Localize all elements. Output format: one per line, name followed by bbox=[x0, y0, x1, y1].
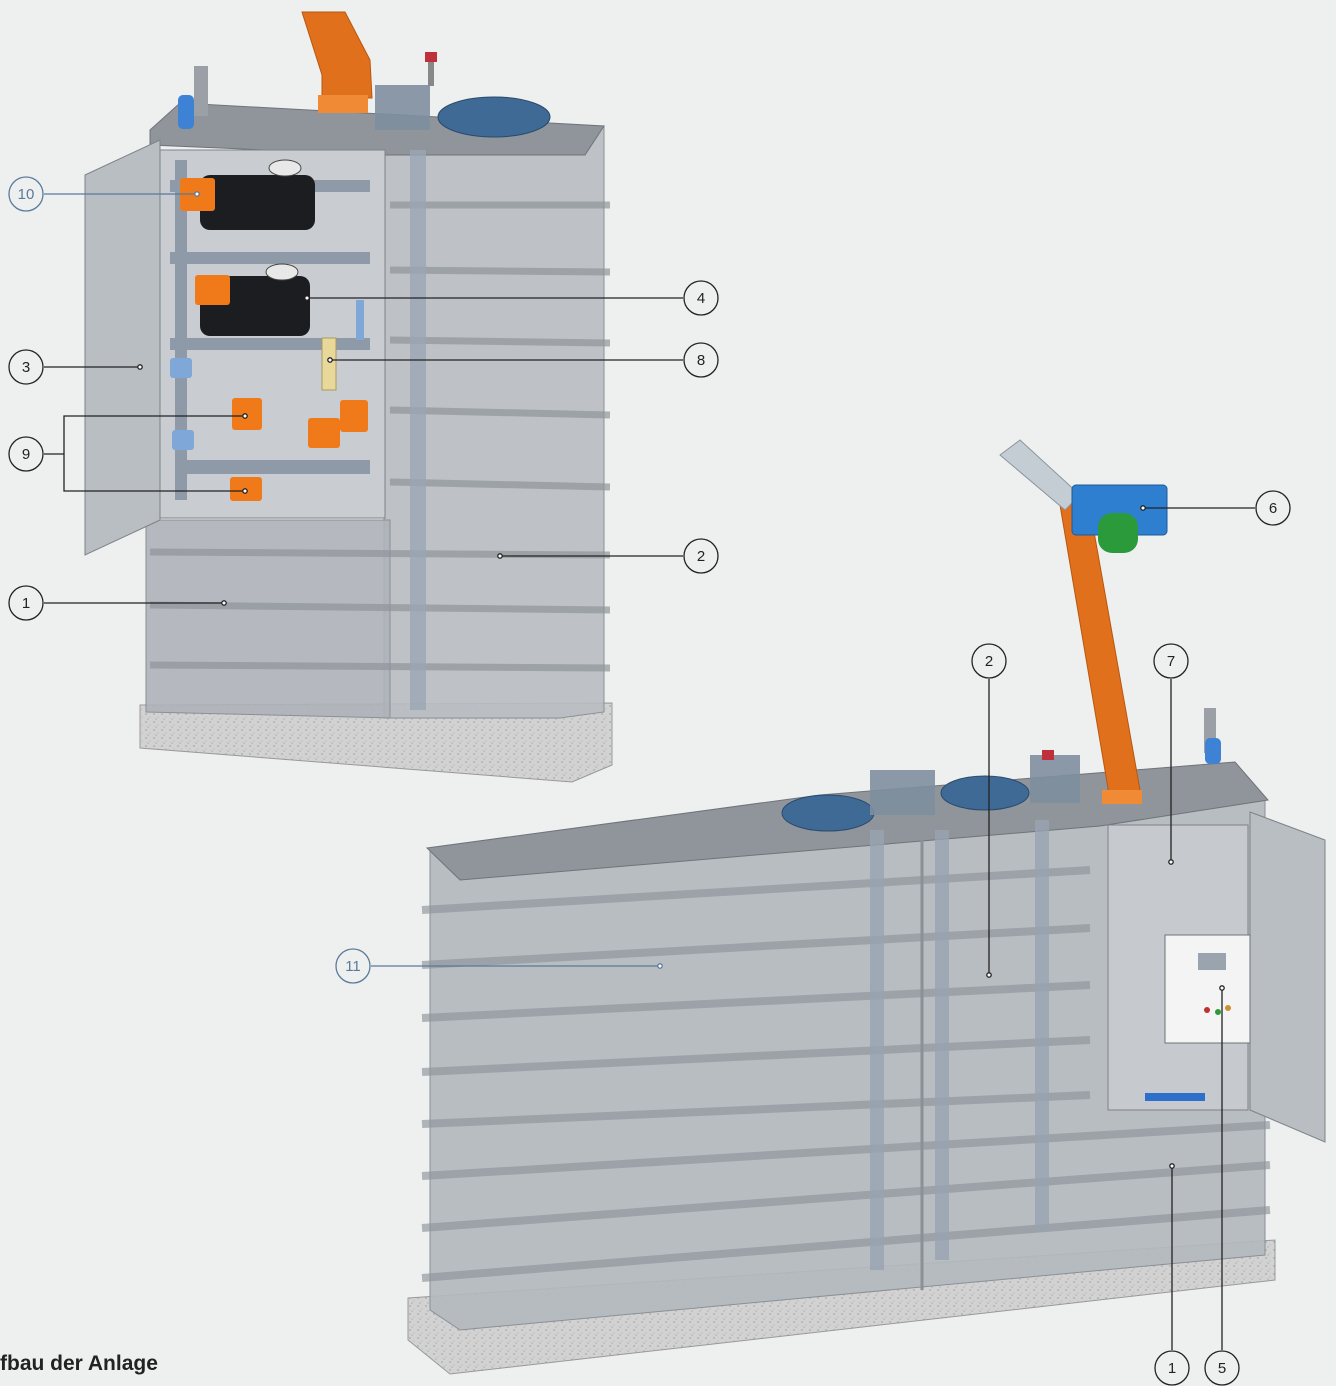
caption: fbau der Anlage bbox=[0, 1352, 158, 1375]
callout-label-4: 4 bbox=[697, 290, 705, 307]
left-blue-fittings bbox=[170, 300, 364, 450]
left-motor-valves bbox=[230, 398, 368, 501]
callout-9: 9 bbox=[8, 413, 248, 494]
right-control-panel bbox=[1164, 934, 1251, 1044]
callout-label-9: 9 bbox=[22, 446, 30, 463]
callout-11: 11 bbox=[335, 948, 663, 984]
callout-8: 8 bbox=[327, 342, 719, 378]
callout-label-6: 6 bbox=[1269, 500, 1277, 517]
left-tank-ribs bbox=[149, 201, 611, 672]
left-riser-pipe bbox=[410, 150, 426, 710]
right-tank-ribs bbox=[421, 866, 1271, 1282]
callout-2-left: 2 bbox=[497, 538, 719, 574]
callout-label-3: 3 bbox=[22, 359, 30, 376]
callout-label-1-left: 1 bbox=[22, 595, 30, 612]
callout-1-left: 1 bbox=[8, 585, 227, 621]
callout-label-11: 11 bbox=[345, 958, 361, 975]
left-inlet-pipe bbox=[301, 11, 373, 99]
callout-label-1-right: 1 bbox=[1168, 1360, 1176, 1377]
left-unit bbox=[84, 11, 613, 783]
left-pump-upper bbox=[180, 159, 315, 230]
callout-10: 10 bbox=[8, 176, 200, 212]
callout-label-5: 5 bbox=[1218, 1360, 1226, 1377]
callout-4: 4 bbox=[304, 280, 719, 316]
callouts: 10 4 3 8 9 bbox=[8, 176, 1291, 1386]
left-cabinet-door bbox=[84, 139, 161, 556]
callout-label-10: 10 bbox=[18, 186, 35, 203]
left-manhole-cover bbox=[437, 96, 551, 138]
callout-label-7: 7 bbox=[1167, 653, 1175, 670]
callout-label-8: 8 bbox=[697, 352, 705, 369]
left-pump-lower bbox=[195, 263, 310, 336]
right-manhole-cover-b bbox=[940, 775, 1030, 811]
callout-label-2-left: 2 bbox=[697, 548, 705, 565]
callout-7: 7 bbox=[1153, 643, 1189, 865]
right-manhole-cover-a bbox=[781, 794, 875, 832]
right-cabinet-door bbox=[1249, 811, 1326, 1143]
callout-1-right: 1 bbox=[1154, 1163, 1190, 1386]
callout-3: 3 bbox=[8, 349, 143, 385]
left-flow-meter bbox=[321, 337, 337, 391]
callout-label-2-right: 2 bbox=[985, 653, 993, 670]
left-top-fittings bbox=[375, 85, 430, 130]
right-riser-pipes bbox=[870, 820, 1049, 1270]
callout-5: 5 bbox=[1204, 985, 1240, 1386]
right-unit bbox=[407, 439, 1326, 1375]
callout-2-right: 2 bbox=[971, 643, 1007, 978]
callout-6: 6 bbox=[1140, 490, 1291, 526]
